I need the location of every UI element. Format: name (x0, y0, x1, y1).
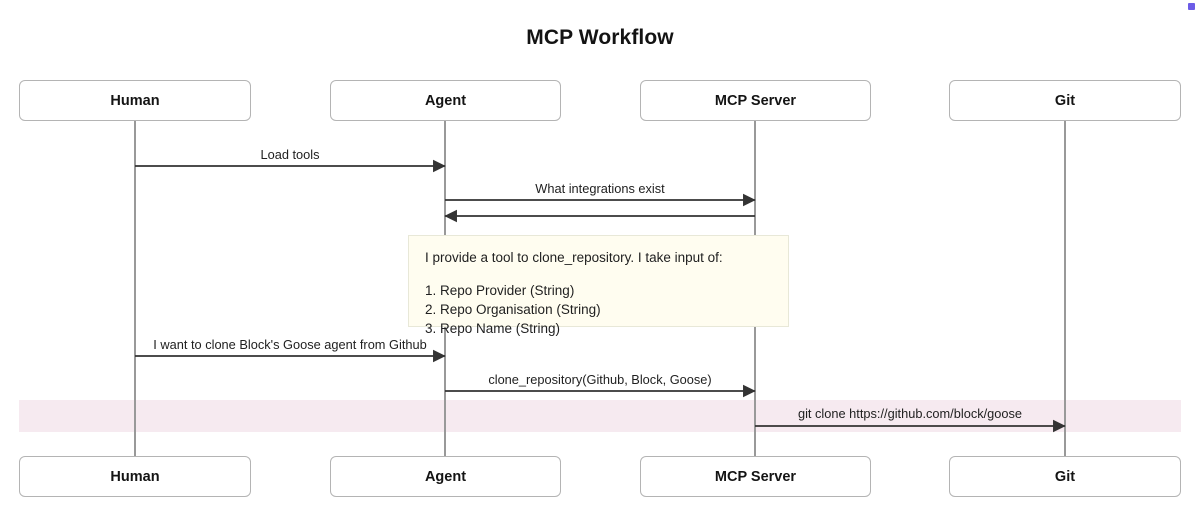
mcp-tool-note: I provide a tool to clone_repository. I … (408, 235, 789, 336)
participant-label: Human (110, 92, 160, 109)
participant-label: Human (110, 468, 160, 485)
message-arrow-layer (135, 159, 1066, 433)
message-label-git-clone-command: git clone https://github.com/block/goose (797, 406, 1023, 421)
participant-label: Git (1054, 92, 1076, 109)
message-label-clone-repository-call: clone_repository(Github, Block, Goose) (488, 372, 712, 387)
participant-label: MCP Server (714, 468, 797, 485)
note-item: 3. Repo Name (String) (425, 321, 561, 337)
participant-human-bottom[interactable]: Human (19, 456, 251, 497)
note-heading: I provide a tool to clone_repository. I … (425, 250, 723, 265)
note-item-list: 1. Repo Provider (String) 2. Repo Organis… (425, 281, 772, 338)
participant-label: Git (1054, 468, 1076, 485)
participant-agent-top[interactable]: Agent (330, 80, 561, 121)
participant-git-bottom[interactable]: Git (949, 456, 1181, 497)
participant-git-top[interactable]: Git (949, 80, 1181, 121)
message-label-clone-request: I want to clone Block's Goose agent from… (153, 337, 427, 352)
participant-label: MCP Server (714, 92, 797, 109)
participant-label: Agent (424, 468, 467, 485)
corner-marker (1188, 3, 1195, 10)
participant-human-top[interactable]: Human (19, 80, 251, 121)
message-label-load-tools: Load tools (260, 147, 320, 162)
note-item: 2. Repo Organisation (String) (425, 302, 601, 318)
note-item: 1. Repo Provider (String) (425, 282, 575, 298)
participant-agent-bottom[interactable]: Agent (330, 456, 561, 497)
participant-mcp_server-top[interactable]: MCP Server (640, 80, 871, 121)
message-label-what-integrations-exist: What integrations exist (535, 181, 665, 196)
participant-label: Agent (424, 92, 467, 109)
diagram-title: MCP Workflow (526, 26, 674, 49)
participant-mcp_server-bottom[interactable]: MCP Server (640, 456, 871, 497)
